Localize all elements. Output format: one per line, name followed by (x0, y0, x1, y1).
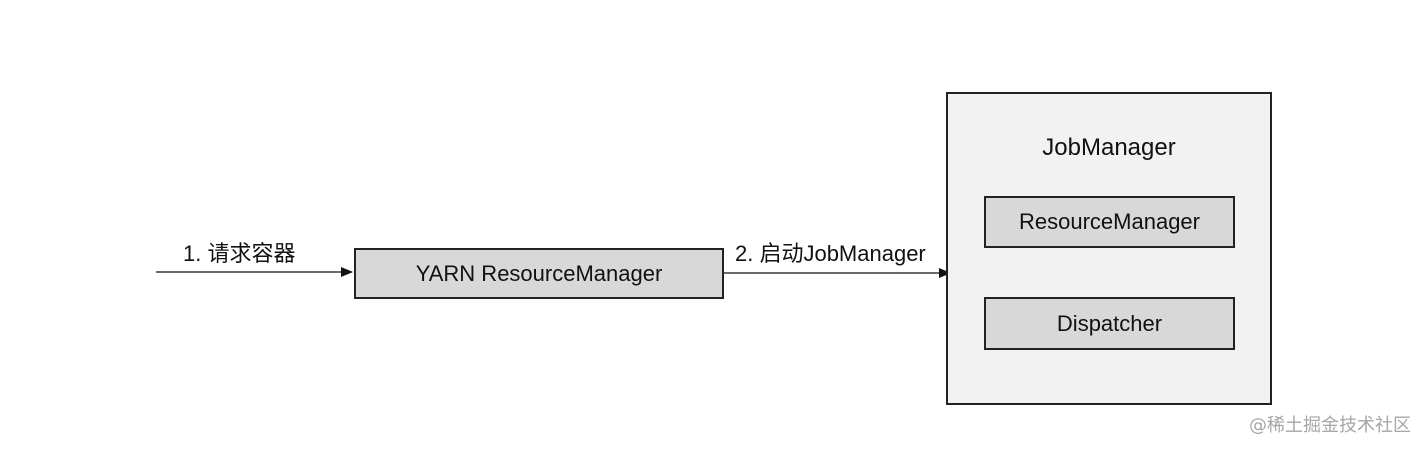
jobmanager-container (946, 92, 1272, 405)
jobmanager-title: JobManager (1042, 134, 1176, 161)
resourcemanager-node: ResourceManager (984, 196, 1235, 248)
edge-label-start-jobmanager: 2. 启动JobManager (735, 241, 926, 266)
yarn-resourcemanager-label: YARN ResourceManager (415, 260, 663, 286)
edge-label-request-container: 1. 请求容器 (183, 241, 296, 266)
resourcemanager-label: ResourceManager (1019, 209, 1200, 234)
yarn-resourcemanager-node: YARN ResourceManager (354, 248, 724, 299)
dispatcher-node: Dispatcher (984, 297, 1235, 350)
dispatcher-label: Dispatcher (1056, 310, 1163, 336)
watermark-text: @稀土掘金技术社区 (1249, 415, 1411, 436)
